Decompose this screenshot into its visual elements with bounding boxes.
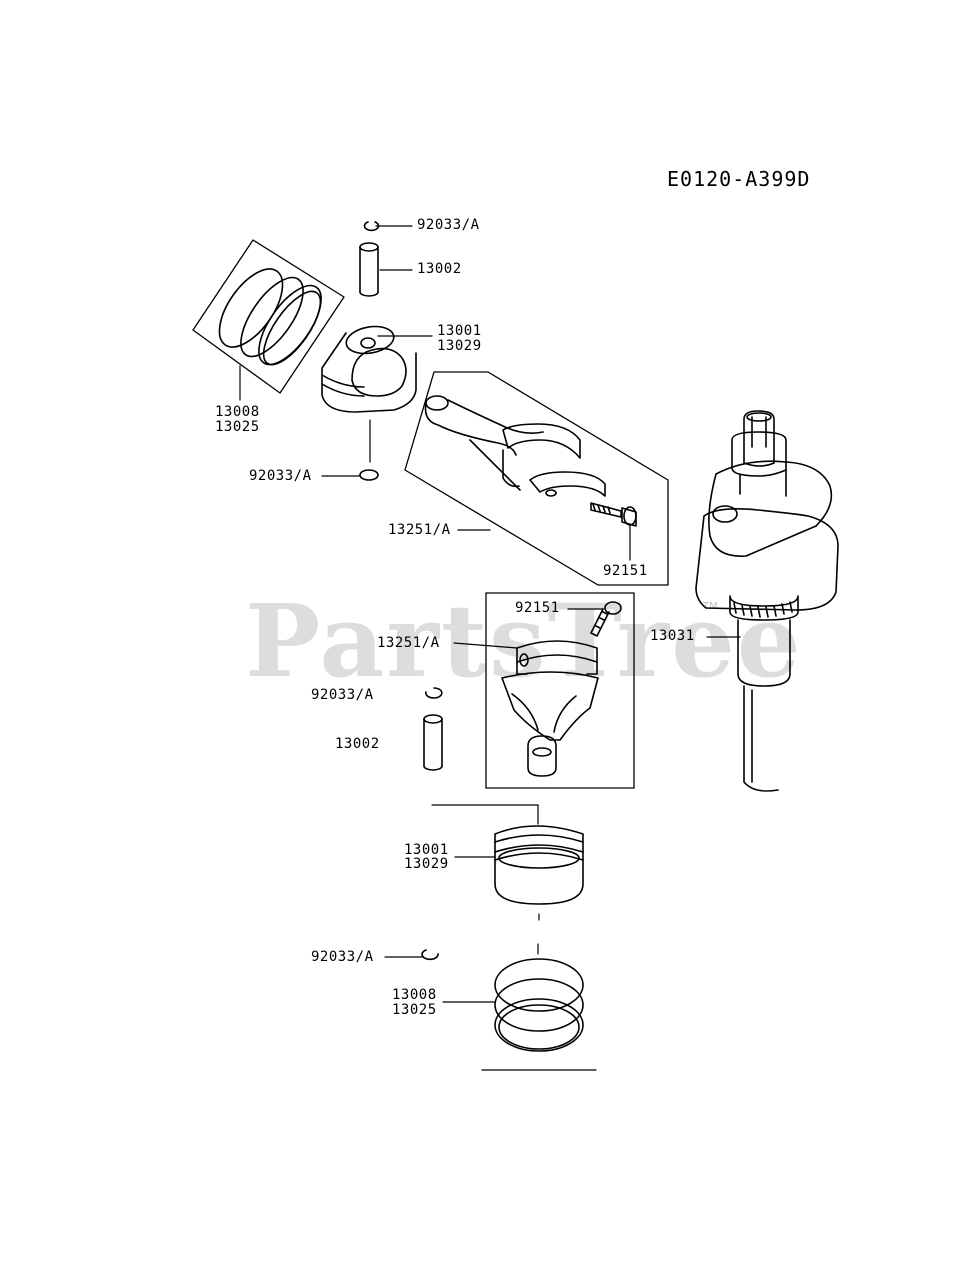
watermark: PartsTree: [245, 582, 803, 700]
top-piston: [321, 325, 433, 463]
bottom-piston-rings: [442, 943, 597, 1071]
top-connecting-rod: [404, 371, 669, 586]
top-snap-ring: [363, 221, 413, 232]
callout-mid-bolt: 92151: [515, 600, 560, 616]
callout-mid-snap-ring: 92033/A: [311, 687, 374, 703]
callout-top-rings-b: 13025: [215, 419, 260, 435]
callout-top-snap-ring-lower: 92033/A: [249, 468, 312, 484]
bottom-piston: [431, 804, 584, 921]
top-snap-ring-lower: [321, 469, 379, 481]
callout-bot-piston-b: 13029: [404, 856, 449, 872]
callout-bot-rings-a: 13008: [392, 987, 437, 1003]
callout-top-pin: 13002: [417, 261, 462, 277]
top-bolt: [590, 502, 637, 561]
callout-top-rings-a: 13008: [215, 404, 260, 420]
top-piston-pin: [359, 242, 413, 297]
callout-crankshaft: 13031: [650, 628, 695, 644]
diagram-code: E0120-A399D: [667, 167, 811, 191]
callout-top-bolt: 92151: [603, 563, 648, 579]
callout-top-snap-ring: 92033/A: [417, 217, 480, 233]
top-piston-rings: [192, 239, 345, 401]
crankshaft: [695, 410, 839, 792]
mid-piston-pin: [423, 714, 443, 771]
callout-top-piston-a: 13001: [437, 323, 482, 339]
mid-bolt: [567, 601, 622, 637]
callout-bot-snap-ring: 92033/A: [311, 949, 374, 965]
watermark-trademark: TM: [703, 601, 718, 612]
callout-mid-pin: 13002: [335, 736, 380, 752]
callout-mid-conrod: 13251/A: [377, 635, 440, 651]
mid-connecting-rod: [453, 592, 635, 789]
callout-bot-rings-b: 13025: [392, 1002, 437, 1018]
callout-bot-piston-a: 13001: [404, 842, 449, 858]
callout-top-conrod: 13251/A: [388, 522, 451, 538]
bottom-snap-ring: [384, 949, 439, 961]
callout-top-piston-b: 13029: [437, 338, 482, 354]
mid-snap-ring: [425, 687, 443, 699]
